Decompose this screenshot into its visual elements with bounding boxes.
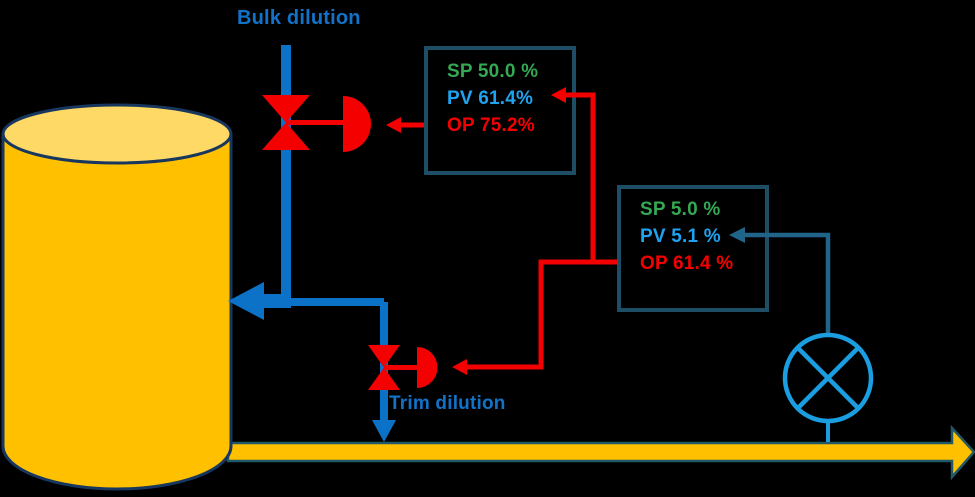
tank-top (1, 103, 233, 165)
analyzer-circle (782, 332, 874, 424)
bulk-control-valve-icon (262, 95, 371, 152)
cascade-pv-arrowhead (551, 87, 566, 103)
bulk-dilution-label: Bulk dilution (237, 7, 361, 29)
trim-controller-box (617, 185, 769, 312)
trim-sp-value: SP 5.0 % (640, 199, 721, 220)
trim-inlet-arrow (372, 420, 396, 442)
trim-op-signal (464, 259, 618, 370)
trim-op-value: OP 61.4 % (640, 253, 734, 274)
bulk-op-arrowhead (386, 117, 401, 133)
bulk-dilution-line (281, 45, 291, 303)
analyzer-pv-arrowhead (729, 227, 745, 243)
tank-body (1, 132, 233, 491)
bulk-sp-value: SP 50.0 % (447, 61, 539, 82)
bulk-valve-body (262, 95, 310, 150)
analyzer-pv-signal (729, 227, 831, 333)
bulk-valve-actuator (343, 96, 371, 152)
op-signal-lines (386, 87, 618, 375)
dilution-branch-line (286, 298, 384, 306)
analyzer-transmitter-icon (782, 332, 874, 442)
bulk-controller-faceplate: SP 50.0 % PV 61.4% OP 75.2% (447, 58, 538, 139)
tank-inlet-arrow (228, 282, 291, 320)
bulk-controller-box (424, 46, 576, 175)
trim-controller-faceplate: SP 5.0 % PV 5.1 % OP 61.4 % (640, 196, 733, 277)
bulk-pv-value: PV 61.4% (447, 88, 534, 109)
cascade-pv-signal (564, 92, 596, 262)
product-pipe-flow-arrow (226, 424, 975, 481)
trim-dilution-label: Trim dilution (389, 393, 506, 414)
trim-valve-body (368, 345, 400, 390)
trim-valve-stem (384, 365, 417, 370)
trim-valve-actuator (417, 347, 438, 388)
analyzer-x-diag2 (796, 346, 860, 410)
dilution-piping (228, 45, 396, 442)
bulk-valve-stem (286, 120, 343, 125)
trim-op-arrowhead (452, 359, 467, 375)
storage-tank-icon (1, 103, 233, 491)
bulk-op-value: OP 75.2% (447, 115, 535, 136)
trim-control-valve-icon (368, 345, 438, 390)
trim-pv-value: PV 5.1 % (640, 226, 721, 247)
